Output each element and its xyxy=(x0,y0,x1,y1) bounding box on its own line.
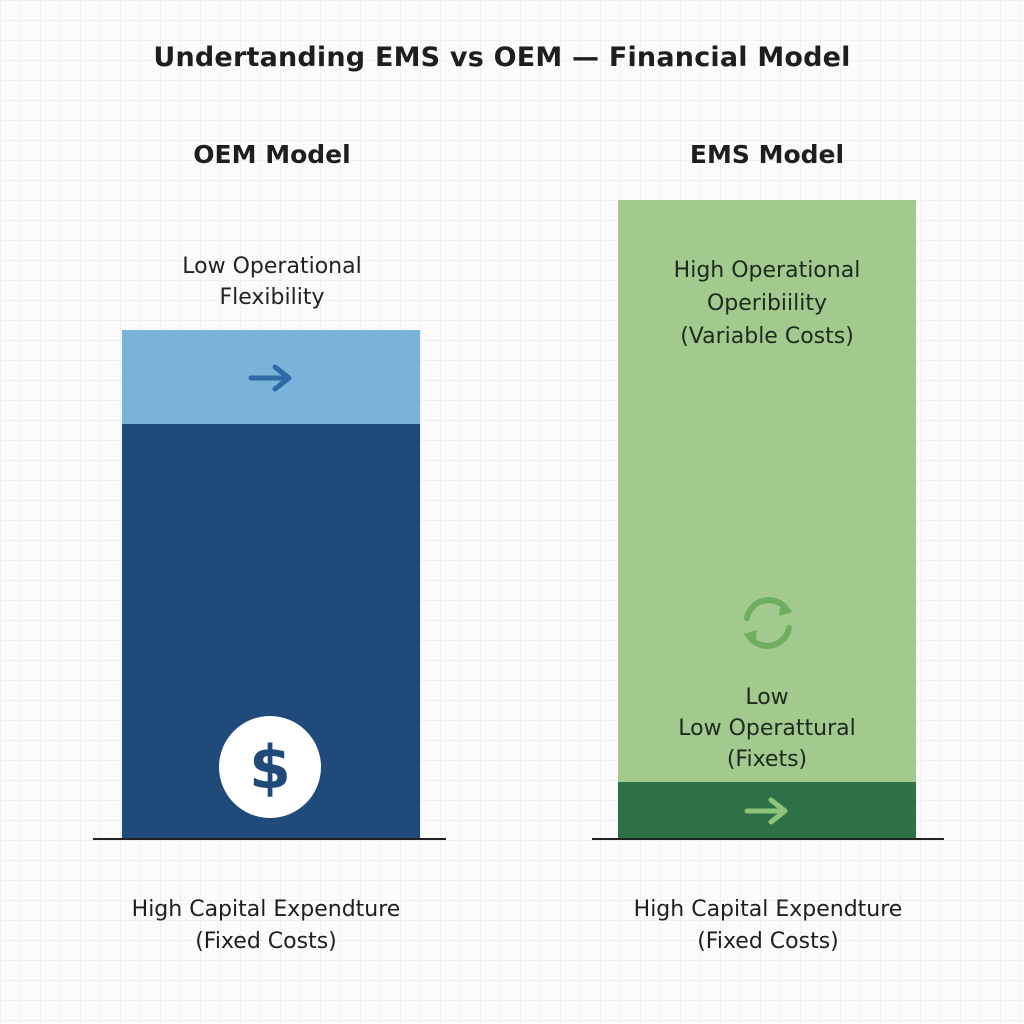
ems-bottom-label: High Capital Expendture (Fixed Costs) xyxy=(596,894,940,958)
dollar-icon: $ xyxy=(218,715,322,819)
ems-top-label-line: Operibiility xyxy=(706,291,828,316)
oem-bottom-label-line: (Fixed Costs) xyxy=(195,929,337,954)
ems-middle-label: Low Low Operattural (Fixets) xyxy=(618,682,916,775)
ems-top-label-line: High Operational xyxy=(673,258,861,283)
ems-middle-label-line: (Fixets) xyxy=(726,747,808,772)
ems-bottom-label-line: (Fixed Costs) xyxy=(697,929,839,954)
oem-top-label-line: Low Operational xyxy=(182,254,362,279)
ems-top-label: High Operational Operibiility (Variable … xyxy=(618,254,916,353)
ems-middle-label-line: Low xyxy=(745,685,789,710)
oem-model-title: OEM Model xyxy=(193,140,351,169)
svg-text:$: $ xyxy=(249,733,291,803)
ems-variable-segment xyxy=(618,200,916,782)
oem-bottom-label-line: High Capital Expendture xyxy=(131,897,401,922)
ems-model-title: EMS Model xyxy=(689,140,845,169)
oem-baseline xyxy=(93,838,446,840)
oem-bottom-label: High Capital Expendture (Fixed Costs) xyxy=(96,894,436,958)
page-title: Undertanding EMS vs OEM — Financial Mode… xyxy=(153,42,851,73)
arrow-right-icon xyxy=(245,360,297,396)
ems-middle-label-line: Low Operattural xyxy=(678,716,856,741)
oem-top-label-line: Flexibility xyxy=(219,285,325,310)
ems-baseline xyxy=(592,838,944,840)
oem-top-label: Low Operational Flexibility xyxy=(122,251,422,313)
refresh-cycle-icon xyxy=(733,588,803,658)
ems-top-label-line: (Variable Costs) xyxy=(680,324,854,349)
arrow-right-icon xyxy=(741,794,793,828)
ems-bottom-label-line: High Capital Expendture xyxy=(633,897,903,922)
